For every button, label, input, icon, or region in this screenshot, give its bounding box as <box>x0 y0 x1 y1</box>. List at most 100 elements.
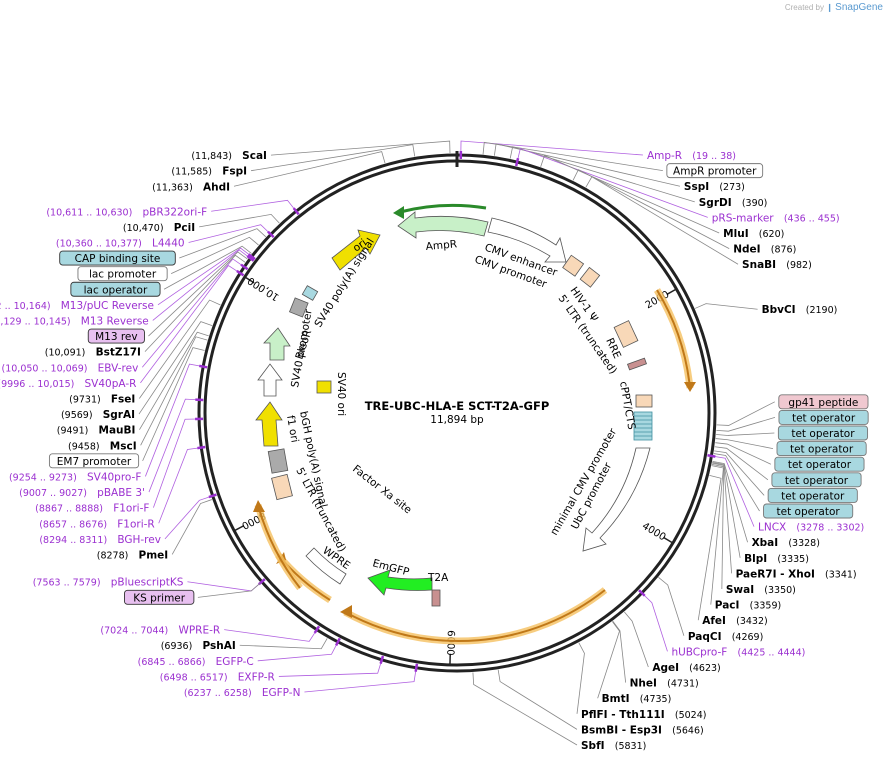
label-spacer <box>776 253 786 272</box>
primer-label: (9007 .. 9027) pBABE 3' <box>19 481 145 500</box>
feature-box-label: tet operator <box>777 506 841 518</box>
ltr-truncated-box <box>579 266 601 288</box>
primer-site-mark <box>334 637 341 647</box>
box-label-group: tet operator <box>777 425 869 441</box>
enzyme-label: NheI (4731) <box>630 672 699 691</box>
enzyme-label: BmtI (4735) <box>602 687 672 706</box>
primer-label: (7024 .. 7044) WPRE-R <box>100 619 220 638</box>
primer-coord: (9007 .. 9027) <box>19 488 87 499</box>
primer-coord: (10,611 .. 10,630) <box>46 207 132 218</box>
label-spacer <box>749 222 759 241</box>
credit-prefix: Created by <box>784 3 824 12</box>
site-leader-line <box>144 254 246 352</box>
site-label-group: (10,470) PciI <box>123 222 195 234</box>
primer-name: LNCX <box>758 522 786 534</box>
site-leader-line <box>139 299 221 399</box>
primer-site-mark <box>638 589 646 597</box>
enzyme-label: (9569) SgrAI <box>61 403 135 422</box>
primer-leader-line <box>164 496 211 540</box>
primer-leader-line <box>643 594 668 652</box>
primer-label: (10,360 .. 10,377) L4440 <box>56 231 185 250</box>
site-label-group: (9731) FseI <box>69 393 135 405</box>
site-label-group: SbfI (5831) <box>581 740 646 752</box>
primer-site-mark <box>197 445 206 450</box>
box-leader-line <box>148 251 248 337</box>
lac-small-box <box>301 285 319 301</box>
site-name: SgrAI <box>103 409 135 421</box>
primer-leader-line <box>158 447 200 524</box>
label-spacer <box>778 531 788 550</box>
site-label-group: SwaI (3350) <box>726 584 796 596</box>
primer-leader-line <box>142 258 243 368</box>
primer-site-mark <box>246 254 255 262</box>
enzyme-label: XbaI (3328) <box>752 531 820 550</box>
snapgene-logo-icon: ❙ <box>826 3 833 12</box>
site-coord: (6936) <box>161 641 193 652</box>
site-leader-line <box>712 461 748 543</box>
site-coord: (8278) <box>97 550 129 561</box>
feature-box-label: KS primer <box>133 592 185 604</box>
site-leader-line <box>597 621 620 699</box>
site-leader-line <box>694 303 758 310</box>
primer-leader-line <box>153 418 198 508</box>
tick-mark <box>663 536 673 544</box>
feature-box <box>774 456 865 472</box>
label-spacer <box>232 144 242 163</box>
primer-name: M13 Reverse <box>81 315 149 327</box>
site-leader-line <box>572 169 730 249</box>
site-label-group: (9491) MauBI <box>57 425 136 437</box>
box-leader-line <box>179 228 267 259</box>
primer-label: Amp-R (19 .. 38) <box>647 144 736 163</box>
primer-label: (6498 .. 6517) EXFP-R <box>160 665 275 684</box>
primer-leader-line <box>187 581 261 592</box>
site-label-group: (8278) PmeI <box>97 549 168 561</box>
site-name: AhdI <box>203 181 230 193</box>
primer-label: (8657 .. 8676) F1ori-R <box>39 512 155 531</box>
site-leader-line <box>140 336 208 446</box>
primer-label-group: (6845 .. 6866) EGFP-C <box>138 650 254 669</box>
site-label-group: XbaI (3328) <box>752 531 820 550</box>
tick-mark <box>245 276 255 284</box>
orange-arrowhead-4 <box>253 500 265 512</box>
label-spacer <box>206 650 216 669</box>
primer-site-mark <box>199 364 208 369</box>
primer-site-mark <box>292 207 300 216</box>
primer-label: (10,129 .. 10,145) M13 Reverse <box>0 309 149 328</box>
site-label-group: SnaBI (982) <box>742 253 812 272</box>
primer-site-mark <box>707 454 716 458</box>
site-name: SwaI <box>726 584 754 596</box>
ampr-arrow <box>397 211 489 239</box>
tick-label: 10,000 <box>246 274 281 302</box>
primer-site-mark <box>267 230 275 239</box>
site-name: MauBI <box>99 425 136 437</box>
primer-label: hUBCpro-F (4425 .. 4444) <box>671 640 805 659</box>
primer-name: F1ori-R <box>117 518 154 530</box>
box-label-group: KS primer <box>124 589 195 605</box>
primer-name: F1ori-F <box>113 503 149 515</box>
feature-label-cppt: cPPT/CTS <box>617 380 637 430</box>
site-coord: (4623) <box>689 663 721 674</box>
enzyme-label: PacI (3359) <box>715 594 781 613</box>
label-spacer <box>739 594 749 613</box>
enzyme-label: SnaBI (982) <box>742 253 812 272</box>
snapgene-credit: Created by ❙ SnapGene <box>785 2 883 13</box>
primer-leader-line <box>224 629 317 642</box>
site-leader-line <box>509 146 695 203</box>
feature-label-f1-ori: f1 ori <box>284 414 301 443</box>
feature-box <box>77 266 168 282</box>
site-name: PaqCI <box>688 631 722 643</box>
box-label-group: tet operator <box>778 409 869 425</box>
site-coord: (3341) <box>825 569 857 580</box>
site-label-group: MluI (620) <box>723 222 784 241</box>
site-label-group: PaqCI (4269) <box>688 631 763 643</box>
primer-site-mark <box>236 269 245 277</box>
box-label-group: tet operator <box>776 441 867 457</box>
primer-coord: (3278 .. 3302) <box>796 523 864 534</box>
box-label-group: tet operator <box>774 456 865 472</box>
site-coord: (11,363) <box>152 182 193 193</box>
label-spacer <box>87 481 97 500</box>
site-leader-line <box>497 669 578 730</box>
site-label-group: (11,843) ScaI <box>191 144 267 163</box>
